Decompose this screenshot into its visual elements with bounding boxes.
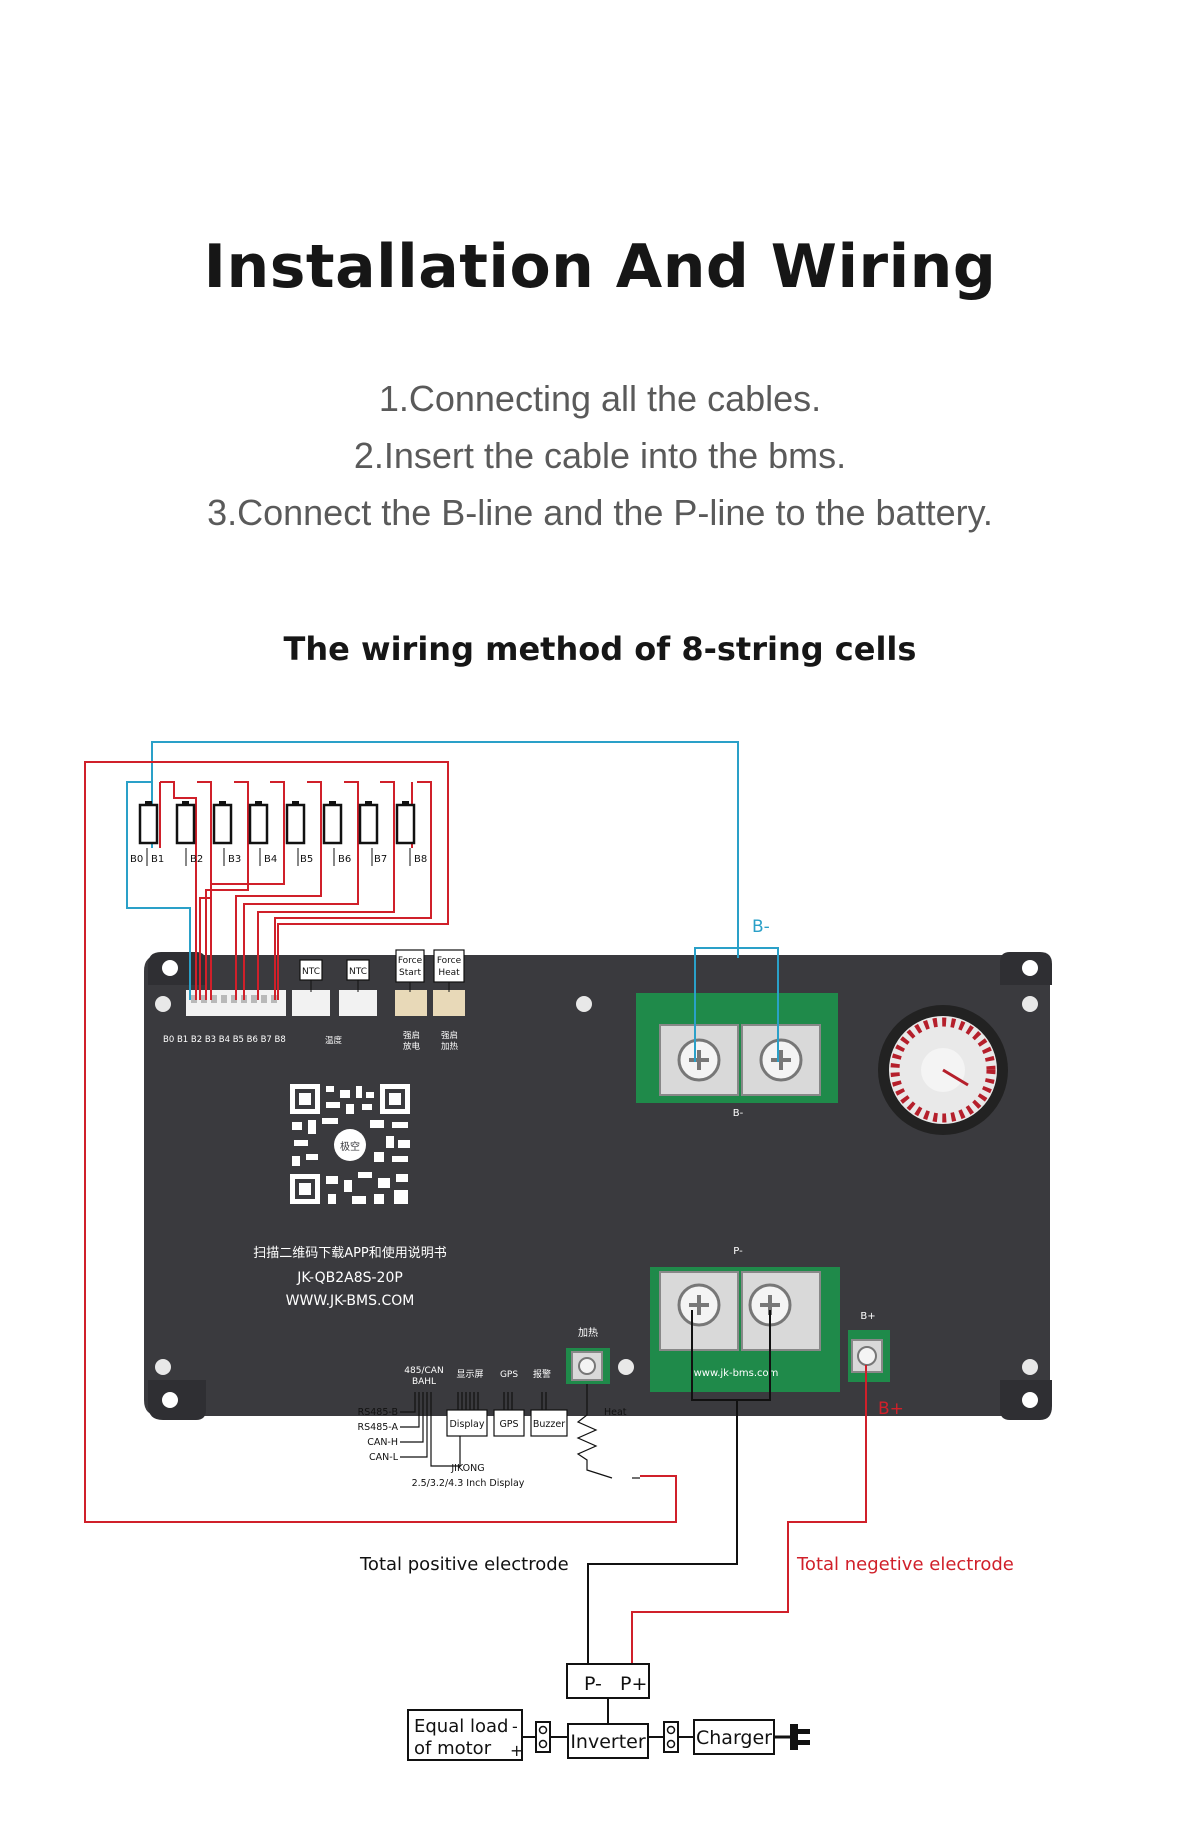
bus-line-rs485-a: RS485-A	[358, 1422, 399, 1433]
load-line1: Equal load	[414, 1716, 508, 1737]
system-blocks: P- P+ Equal load of motor - + Inverter C…	[407, 1663, 810, 1761]
port-485-line1: 485/CAN	[404, 1366, 443, 1376]
cell-label-b8: B8	[414, 854, 427, 865]
cell-4	[248, 803, 269, 845]
ntc1-connector	[292, 990, 330, 1016]
b-minus-silkscreen: B-	[733, 1108, 744, 1119]
cell-5	[285, 803, 306, 845]
bms-board: B0 B1 B2 B3 B4 B5 B6 B7 B8 温度 强启 放电 强启 加…	[144, 952, 1052, 1420]
port-alarm-label: 报警	[533, 1368, 551, 1380]
port-wires	[400, 1384, 640, 1479]
p-plus-label: P+	[620, 1673, 647, 1695]
cell-label-b1: B1	[151, 854, 164, 865]
port-gps-label: GPS	[500, 1370, 518, 1380]
force-discharge-line2: 放电	[403, 1041, 421, 1052]
load-plus: +	[510, 1741, 523, 1760]
cell-1	[138, 803, 159, 845]
force-heating-line2: 加热	[441, 1041, 459, 1052]
cell-group: B0 B1 B2 B3 B4 B5 B6 B7 B8	[130, 801, 427, 866]
b-plus-silkscreen: B+	[860, 1311, 875, 1322]
step-2: 2.Insert the cable into the bms.	[353, 435, 847, 476]
bus-line-can-h: CAN-H	[367, 1437, 398, 1448]
gps-box	[493, 1409, 525, 1437]
ntc1-label: NTC	[302, 967, 320, 977]
qr-code: 极空	[288, 1082, 412, 1206]
cell-label-b7: B7	[374, 854, 387, 865]
p-minus-terminal: P- www.jk-bms.com	[650, 1246, 840, 1392]
p-minus-label: P-	[584, 1673, 602, 1695]
force-heat-line1: Force	[437, 956, 462, 966]
ntc2-connector	[339, 990, 377, 1016]
display-caption-line2: 2.5/3.2/4.3 Inch Display	[412, 1478, 525, 1489]
balance-silkscreen: B0 B1 B2 B3 B4 B5 B6 B7 B8	[163, 1035, 286, 1045]
port-display-label: 显示屏	[456, 1369, 483, 1380]
port-485-line2: BAHL	[412, 1377, 436, 1387]
model-number: JK-QB2A8S-20P	[296, 1270, 403, 1286]
connector-labels: NTC NTC Force Start Force Heat	[299, 949, 465, 992]
section-subtitle: The wiring method of 8-string cells	[283, 630, 917, 668]
cell-label-b5: B5	[300, 854, 313, 865]
instruction-steps: 1.Connecting all the cables. 2.Insert th…	[0, 370, 1200, 541]
website-silkscreen: WWW.JK-BMS.COM	[286, 1293, 415, 1309]
red-wires	[84, 761, 677, 1523]
cell-6	[322, 803, 343, 845]
total-negative-label: Total negetive electrode	[796, 1554, 1014, 1575]
force-heat-line2: Heat	[438, 968, 460, 978]
motor-load-box	[407, 1709, 523, 1761]
positive-main-wire	[587, 1310, 771, 1664]
bus-line-rs485-b: RS485-B	[358, 1407, 398, 1418]
heat-terminal: 加热	[566, 1326, 610, 1384]
temp-silkscreen: 温度	[325, 1035, 343, 1046]
step-3: 3.Connect the B-line and the P-line to t…	[207, 492, 993, 533]
force-start-line2: Start	[399, 968, 421, 978]
inverter-label: Inverter	[570, 1731, 646, 1753]
force-start-line1: Force	[398, 956, 423, 966]
cell-label-b6: B6	[338, 854, 351, 865]
cell-label-b4: B4	[264, 854, 277, 865]
negative-main-wire	[631, 1365, 867, 1664]
ntc2-label: NTC	[349, 967, 367, 977]
buzzer-box-label: Buzzer	[533, 1419, 565, 1430]
force-heating-line1: 强启	[441, 1030, 458, 1041]
pcb-url: www.jk-bms.com	[694, 1368, 779, 1379]
bus-line-can-l: CAN-L	[369, 1452, 399, 1463]
qr-caption: 扫描二维码下载APP和使用说明书	[253, 1245, 447, 1261]
force-start-connector	[395, 990, 427, 1016]
heat-silkscreen: 加热	[578, 1326, 598, 1339]
b-minus-wire-label: B-	[752, 917, 770, 937]
cell-2	[175, 803, 196, 845]
inverter-box	[567, 1723, 649, 1759]
p-minus-silkscreen: P-	[733, 1246, 743, 1257]
cell-label-b2: B2	[190, 854, 203, 865]
cell-label-b0: B0	[130, 854, 143, 865]
force-heat-connector	[433, 990, 465, 1016]
step-1: 1.Connecting all the cables.	[378, 378, 822, 419]
b-minus-terminal: B-	[636, 993, 838, 1119]
display-box	[446, 1409, 488, 1437]
blue-wires	[126, 741, 779, 1062]
qr-logo-text: 极空	[340, 1140, 360, 1153]
gps-box-label: GPS	[499, 1419, 518, 1430]
load-line2: of motor	[414, 1738, 492, 1759]
toroid-inductor	[878, 1005, 1008, 1135]
buzzer-box	[530, 1409, 568, 1437]
load-minus: -	[512, 1717, 518, 1736]
cell-7	[358, 803, 379, 845]
cell-label-b3: B3	[228, 854, 241, 865]
cell-3	[212, 803, 233, 845]
plug-icon	[774, 1724, 810, 1750]
cell-8	[395, 803, 416, 845]
b-plus-wire-label: B+	[878, 1399, 904, 1419]
charger-label: Charger	[696, 1727, 772, 1749]
heat-wire-label: Heat	[604, 1407, 627, 1418]
p-terminal-box	[566, 1663, 650, 1699]
page-title: Installation And Wiring	[203, 232, 997, 302]
force-discharge-line1: 强启	[403, 1030, 420, 1041]
display-box-label: Display	[449, 1419, 484, 1430]
total-positive-label: Total positive electrode	[359, 1554, 569, 1575]
display-caption-line1: JIKONG	[450, 1463, 484, 1474]
